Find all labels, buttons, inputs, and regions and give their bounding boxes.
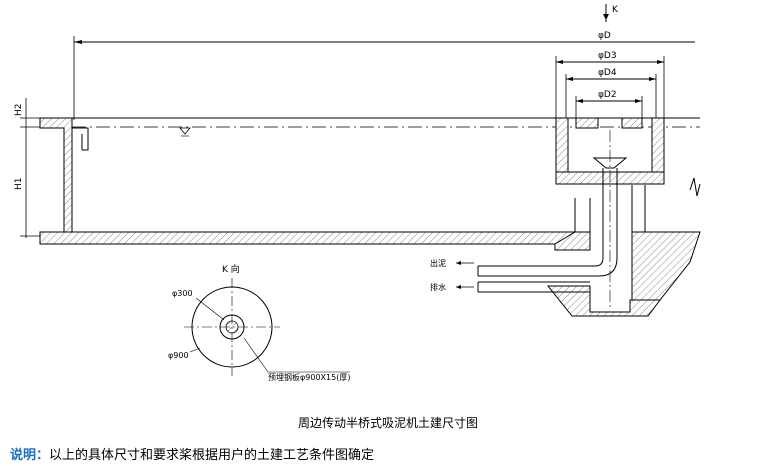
k-arrow-label: K [612,5,619,15]
dia-900-label: φ900 [168,351,189,360]
embedded-plate-label: 预埋钢板φ900X15(厚) [268,372,350,382]
note-text: 以上的具体尺寸和要求桨根据用户的土建工艺条件图确定 [49,448,375,463]
dimension-D3-label: φD3 [598,51,617,61]
dimension-heights: H2 H1 [14,98,40,238]
dimension-H2-label: H2 [14,104,24,117]
dimension-D4: φD4 [565,68,657,118]
tank-floor [39,231,576,245]
k-view-detail: K 向 φ300 φ900 预埋钢板φ900X15(厚) [168,263,350,382]
note-label: 说明： [10,448,50,463]
dimension-D: φD [73,31,695,120]
centre-column-box [555,117,665,310]
k-view-label: K 向 [222,263,240,275]
dimension-H1-label: H1 [14,178,24,191]
outlet-water-label: 排水 [430,282,446,292]
dimension-D2-label: φD2 [598,90,617,100]
outlet-sludge-label: 出泥 [430,258,446,268]
suction-pipe [477,157,628,293]
outlet-annotations: 出泥 排水 [430,258,474,292]
dimension-D2: φD2 [575,90,643,118]
tank-outer-wall [39,117,89,233]
drawing-caption: 周边传动半桥式吸泥机土建尺寸图 [297,416,478,430]
k-view-arrow: K [603,4,619,22]
central-sump [546,185,701,317]
drawing-note: 说明：以上的具体尺寸和要求桨根据用户的土建工艺条件图确定 [10,444,374,463]
dimension-D3: φD3 [555,51,665,118]
dimension-D-label: φD [598,31,611,41]
dia-300-label: φ300 [172,289,193,298]
break-mark [689,177,701,197]
water-level-lines [40,117,700,137]
dimension-D4-label: φD4 [598,68,617,78]
